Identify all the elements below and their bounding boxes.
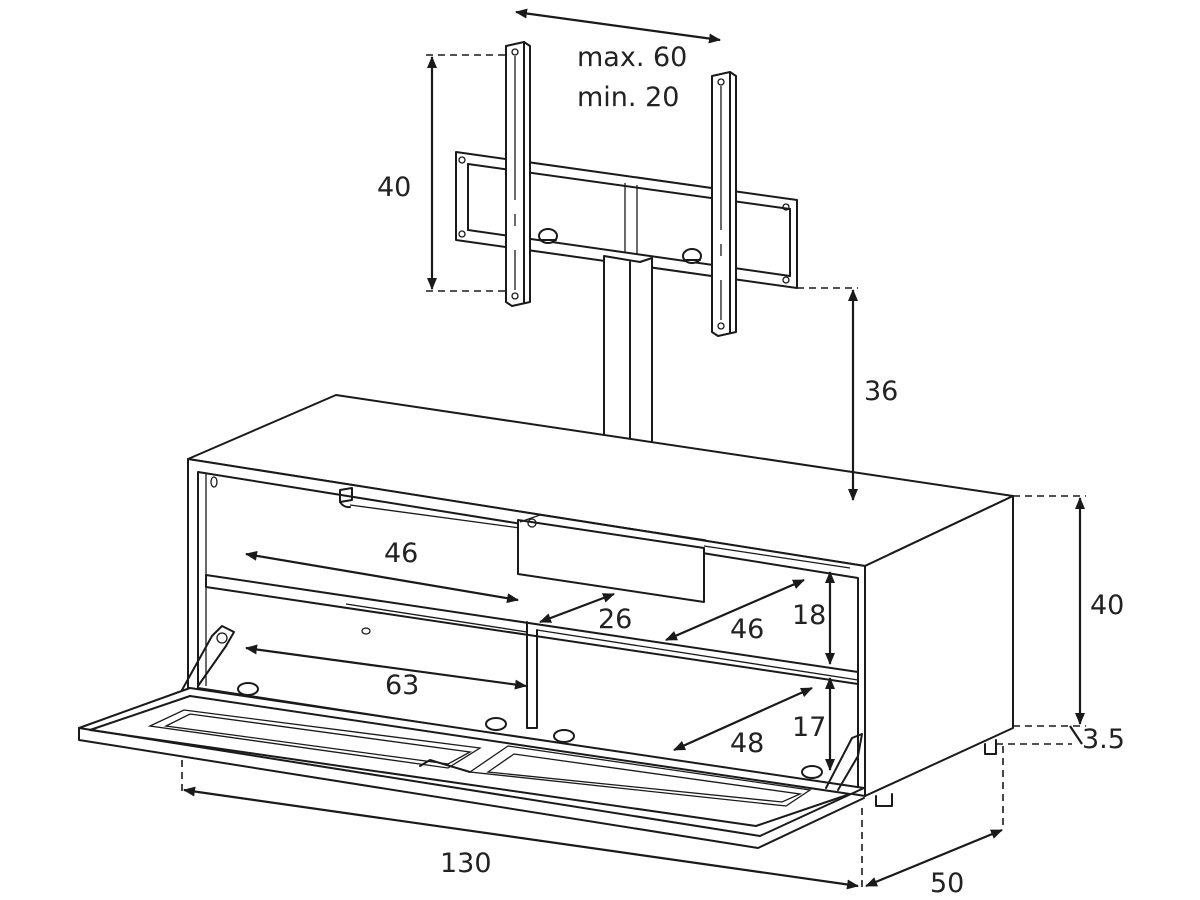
- label-upper-right-depth: 46: [730, 614, 764, 645]
- label-lower-height: 17: [792, 712, 826, 743]
- mount-rail-right: [711, 71, 737, 337]
- mount-knob: [682, 248, 702, 264]
- upper-shelf: [205, 574, 859, 685]
- dim-lower-width: [245, 644, 527, 690]
- label-foot-height: 3.5: [1082, 724, 1125, 755]
- label-lower-right-depth: 48: [730, 728, 764, 759]
- mount-knob: [538, 228, 558, 244]
- label-lower-width: 63: [385, 670, 419, 701]
- dim-lower-right-depth: [673, 686, 813, 752]
- label-upper-shelf-depth: 26: [598, 604, 632, 635]
- label-width: 130: [440, 848, 492, 879]
- dimension-lines: [181, 8, 1086, 890]
- label-clearance: 36: [864, 376, 898, 407]
- tv-mount: [455, 41, 798, 473]
- label-bracket-height: 40: [377, 172, 411, 203]
- dim-upper-width: [245, 550, 519, 604]
- dim-depth: [865, 828, 1003, 888]
- label-upper-shelf-width: 46: [384, 538, 418, 569]
- hinge-right: [485, 717, 863, 791]
- label-bracket-span-max: max. 60: [577, 42, 687, 73]
- dim-upper-right-depth: [665, 578, 805, 642]
- dim-upper-depth: [539, 592, 615, 624]
- dim-bracket-span: [515, 8, 721, 44]
- foot: [984, 739, 997, 755]
- dim-foot: [1069, 725, 1083, 745]
- label-cabinet-height: 40: [1090, 590, 1124, 621]
- mount-rail-left: [505, 41, 531, 307]
- dimension-labels: max. 60 min. 20 40 36 40 3.5 130 50 46 2…: [377, 42, 1125, 899]
- label-depth: 50: [930, 868, 964, 899]
- label-bracket-span-min: min. 20: [577, 82, 679, 113]
- label-upper-height: 18: [792, 600, 826, 631]
- dim-width: [183, 786, 859, 890]
- center-divider: [526, 621, 538, 729]
- foot: [875, 793, 893, 807]
